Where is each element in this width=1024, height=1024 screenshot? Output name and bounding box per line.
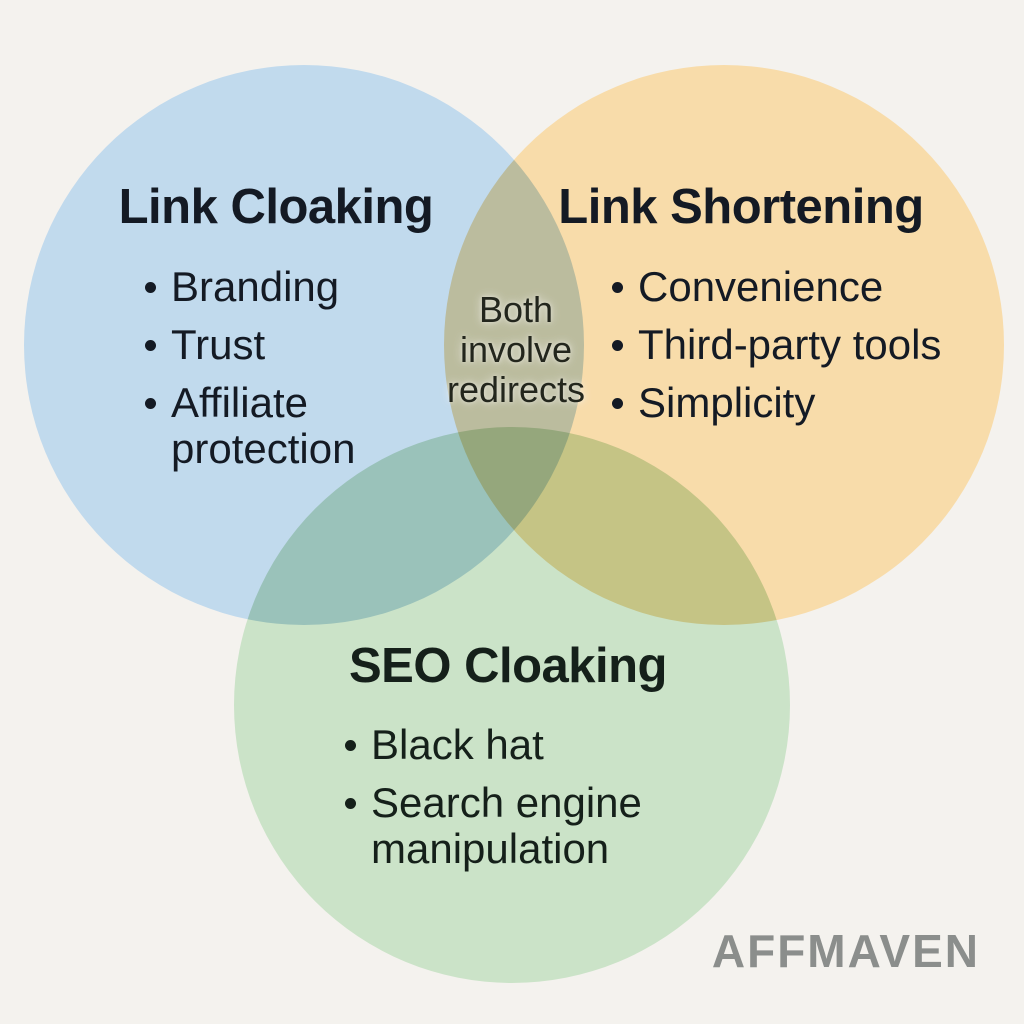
bullet-dot-icon: [612, 340, 623, 351]
bullet-dot-icon: [345, 740, 356, 751]
list-item-label: Trust: [171, 321, 266, 368]
list-item-label: Simplicity: [638, 379, 816, 426]
link-cloaking-title: Link Cloaking: [118, 180, 434, 234]
list-item: Convenience: [612, 264, 941, 310]
bullet-dot-icon: [612, 282, 623, 293]
link-cloaking-list: Branding Trust Affiliate protection: [145, 264, 401, 472]
bullet-dot-icon: [145, 340, 156, 351]
bullet-dot-icon: [612, 398, 623, 409]
list-item-label: Black hat: [371, 721, 544, 768]
list-item-label: Third-party tools: [638, 321, 942, 368]
list-item: Trust: [145, 322, 401, 368]
seo-cloaking-circle: [234, 427, 790, 983]
list-item-label: Affiliate protection: [171, 379, 356, 472]
list-item: Branding: [145, 264, 401, 310]
list-item-label: Branding: [171, 263, 340, 310]
bullet-dot-icon: [345, 798, 356, 809]
list-item: Third-party tools: [612, 322, 941, 368]
link-shortening-list: Convenience Third-party tools Simplicity: [612, 264, 941, 426]
bullet-dot-icon: [145, 398, 156, 409]
bullet-dot-icon: [145, 282, 156, 293]
seo-cloaking-title: SEO Cloaking: [348, 639, 668, 693]
list-item: Search engine manipulation: [345, 780, 671, 872]
list-item-label: Convenience: [638, 263, 884, 310]
link-shortening-title: Link Shortening: [558, 180, 924, 234]
list-item: Black hat: [345, 722, 671, 768]
list-item: Affiliate protection: [145, 380, 401, 472]
center-overlap-label: Both involve redirects: [446, 289, 586, 410]
seo-cloaking-list: Black hat Search engine manipulation: [345, 722, 671, 872]
list-item-label: Search engine manipulation: [371, 779, 642, 872]
brand-watermark: AFFMAVEN: [711, 925, 980, 977]
list-item: Simplicity: [612, 380, 941, 426]
